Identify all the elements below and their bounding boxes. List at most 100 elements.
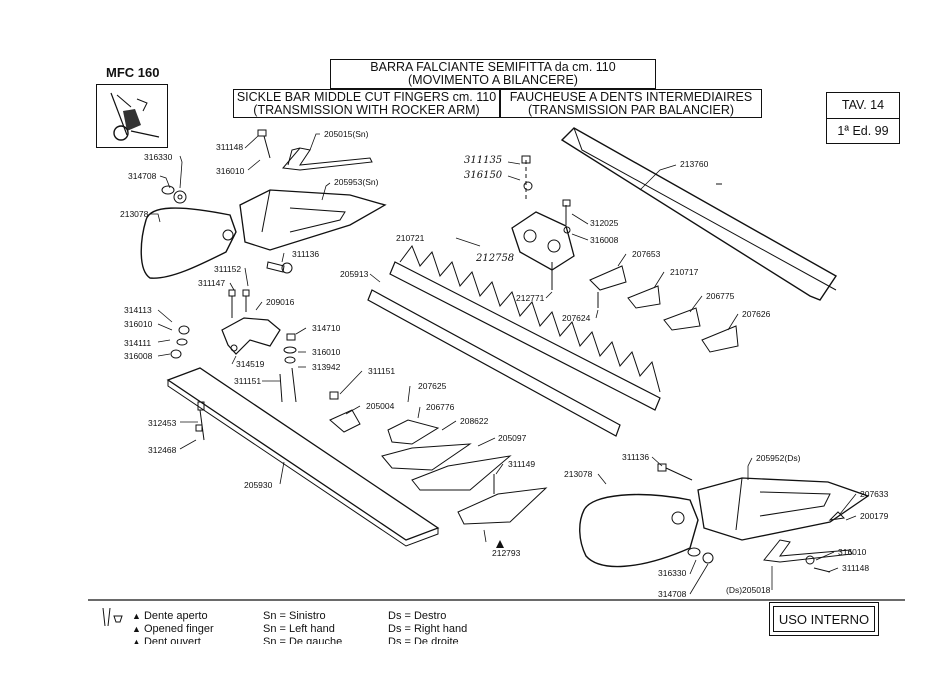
part-label: 316010 [838, 547, 867, 557]
part-label: 312468 [148, 445, 177, 455]
title-french-line1: FAUCHEUSE A DENTS INTERMEDIAIRES [509, 90, 753, 104]
legend-text: Dent ouvert [143, 636, 201, 644]
part-label: 316008 [590, 235, 619, 245]
part-label: 210721 [396, 233, 425, 243]
title-french-box: FAUCHEUSE A DENTS INTERMEDIAIRES (TRANSM… [500, 89, 762, 118]
part-label: 205097 [498, 433, 527, 443]
legend-text: Ds = De droite [388, 636, 459, 644]
legend-text: Opened finger [143, 623, 214, 635]
part-label: 205015(Sn) [324, 129, 369, 139]
shoe-right [579, 493, 699, 568]
internal-use-label: USO INTERNO [778, 612, 870, 627]
title-italian-line2: (MOVIMENTO A BILANCERE) [408, 73, 578, 87]
part-label: 311148 [842, 563, 870, 573]
cutter-bar [166, 367, 440, 547]
part-label: 316010 [312, 347, 341, 357]
part-label: 313942 [312, 362, 341, 372]
part-label: 213078 [120, 209, 149, 219]
finger-bar [389, 244, 661, 411]
part-label: 311152 [214, 264, 242, 274]
edition-box: 1ª Ed. 99 [826, 118, 900, 144]
mower-icon [110, 92, 160, 141]
machine-thumbnail [96, 84, 168, 148]
part-label: 213760 [680, 159, 709, 169]
part-label: 311149 [508, 459, 536, 469]
part-label: 316010 [124, 319, 153, 329]
legend-row: ▲ Dent ouvert [132, 636, 214, 644]
edition-label: 1ª Ed. 99 [837, 124, 889, 138]
part-label: 209016 [266, 297, 295, 307]
housing-right [657, 463, 870, 541]
spring-clip-left [282, 147, 373, 171]
part-label: 206775 [706, 291, 735, 301]
part-label: 311147 [198, 278, 226, 288]
part-label: 213078 [564, 469, 593, 479]
part-label: 314710 [312, 323, 341, 333]
divider-rod [560, 127, 838, 301]
fasteners-left-mid [170, 325, 339, 403]
wear-plates [589, 265, 739, 353]
housing-left [239, 189, 387, 251]
legend-text: Sn = Sinistro [263, 610, 326, 622]
rocker-arm [221, 289, 281, 355]
fasteners-left-top [161, 129, 293, 274]
spring-clip-right [687, 511, 853, 573]
triangle-icon: ▲ [132, 624, 141, 634]
part-label: 205913 [340, 269, 369, 279]
title-italian-box: BARRA FALCIANTE SEMIFITTA da cm. 110 (MO… [330, 59, 656, 89]
legend-row: ▲ Opened finger [132, 623, 214, 636]
part-label: 314519 [236, 359, 265, 369]
legend-text: Ds = Destro [388, 610, 447, 622]
opened-finger-symbol-box [100, 606, 124, 628]
part-label: 311136 [622, 452, 650, 462]
part-label: 205004 [366, 401, 395, 411]
part-label: 206776 [426, 402, 455, 412]
legend-text: Sn = De gauche [263, 636, 343, 644]
part-label: 207653 [632, 249, 661, 259]
part-label-handwritten: 311135 [464, 155, 503, 166]
part-label: 205930 [244, 480, 273, 490]
part-label: 205953(Sn) [334, 177, 379, 187]
part-label: 311151 [234, 376, 262, 386]
part-label: 316330 [658, 568, 687, 578]
part-label: 207633 [860, 489, 889, 499]
triangle-icon: ▲ [132, 637, 141, 644]
legend-text: Dente aperto [143, 610, 208, 622]
part-label: 207626 [742, 309, 771, 319]
title-french-line2: (TRANSMISSION PAR BALANCIER) [527, 103, 735, 117]
part-label: 316010 [216, 166, 245, 176]
part-label-handwritten: 316150 [464, 170, 503, 181]
legend-symbols: ▲ Dente aperto ▲ Opened finger ▲ Dent ou… [132, 610, 214, 644]
part-label: 312025 [590, 218, 619, 228]
part-label: 316008 [124, 351, 153, 361]
opened-finger-icon [102, 607, 123, 627]
part-label: 210717 [670, 267, 699, 277]
part-label: 316330 [144, 152, 173, 162]
part-label: 212793 [492, 548, 521, 558]
part-label: 207624 [562, 313, 591, 323]
part-label: 207625 [418, 381, 447, 391]
part-label: 311136 [292, 249, 320, 259]
part-label: 314111 [124, 338, 152, 348]
triangle-icon: ▲ [132, 611, 141, 621]
opened-finger-marker [496, 540, 504, 548]
part-label: (Ds)205018 [726, 585, 771, 595]
part-label: 312453 [148, 418, 177, 428]
part-label: 200179 [860, 511, 889, 521]
legend-ds: Ds = Destro Ds = Right hand Ds = De droi… [388, 610, 467, 644]
rocker-bracket [511, 155, 575, 290]
title-italian-line1: BARRA FALCIANTE SEMIFITTA da cm. 110 [370, 60, 616, 74]
table-number: TAV. 14 [841, 98, 885, 112]
part-label: 208622 [460, 416, 489, 426]
model-label: MFC 160 [106, 65, 160, 80]
part-label: 311151 [368, 366, 396, 376]
legend-text: Sn = Left hand [263, 623, 335, 635]
title-english-box: SICKLE BAR MIDDLE CUT FINGERS cm. 110 (T… [233, 89, 500, 118]
internal-use-box: USO INTERNO [773, 606, 875, 632]
part-label: 205952(Ds) [756, 453, 801, 463]
knife-blade [367, 289, 621, 437]
shoe-left [140, 207, 237, 279]
legend-row: ▲ Dente aperto [132, 610, 214, 623]
part-label: 311148 [216, 142, 244, 152]
